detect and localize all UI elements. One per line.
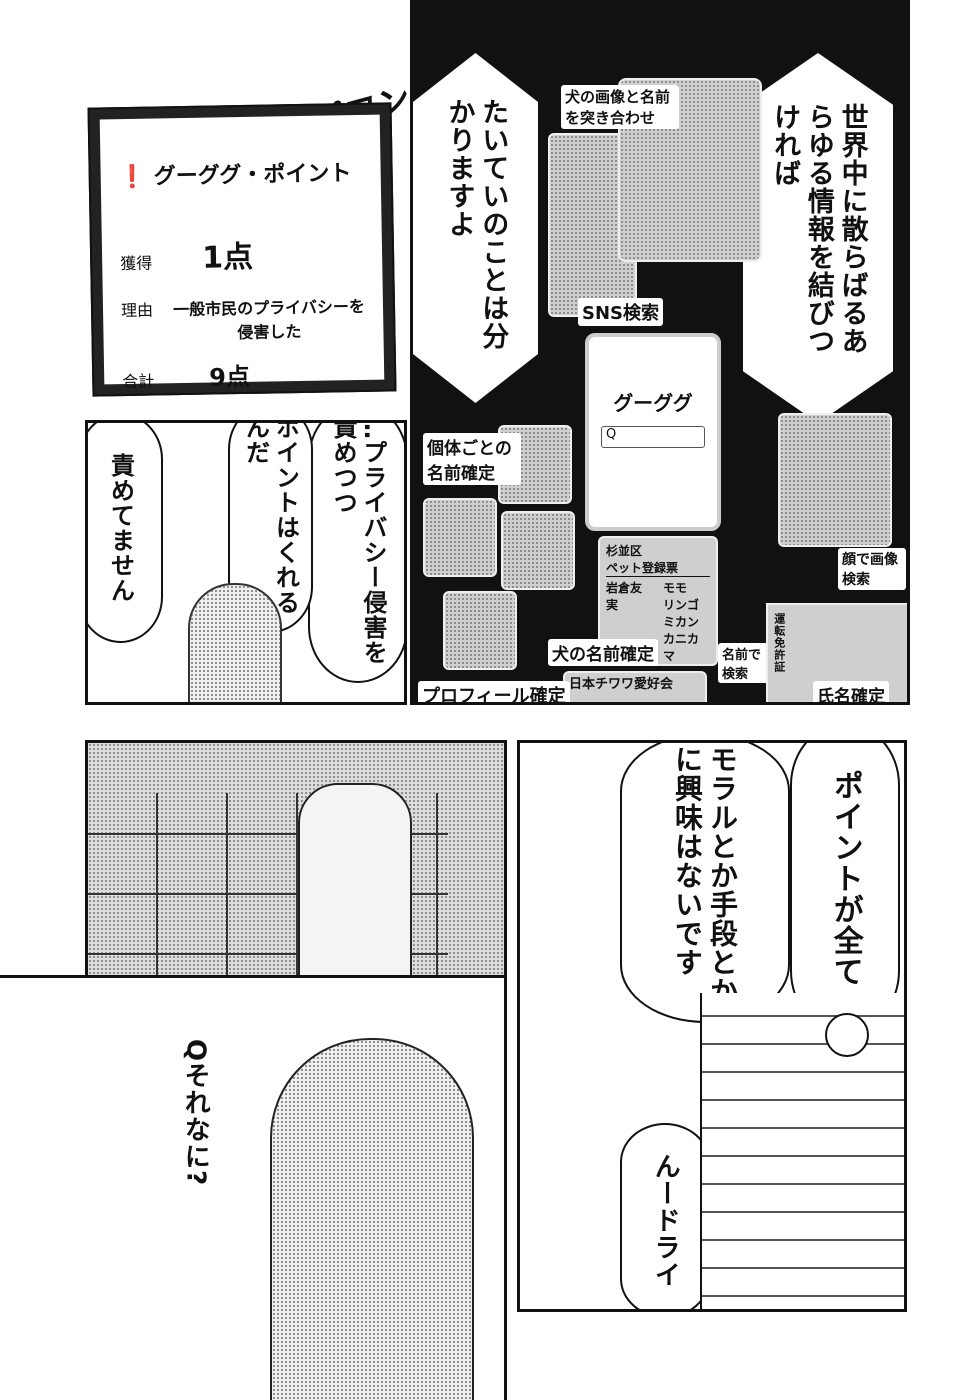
dog-image-4 (443, 591, 517, 670)
boy-character (188, 583, 282, 702)
speech-bubble-moral: モラルとか手段とかに興味はないです (620, 743, 790, 1023)
label-profile: プロフィール確定 (418, 681, 570, 702)
card-title: ❗ グーググ・ポイント (118, 161, 352, 191)
person-cap-image (778, 413, 892, 547)
label-full-name: 氏名確定 (813, 681, 889, 702)
label-face-search: 顔で画像検索 (838, 548, 906, 590)
label-sns-search: SNS検索 (578, 298, 663, 326)
speech-bubble-1: …プライバシー侵害を責めつつ (308, 423, 404, 683)
speech-bubble-3: 責めてません (88, 423, 163, 643)
speech-bubble-question: Qそれなに? (120, 1008, 270, 1218)
search-icon: Q (606, 427, 617, 442)
label-individual-name: 個体ごとの名前確定 (423, 433, 521, 485)
alert-icon: ❗ (118, 164, 147, 191)
label-name-search: 名前で検索 (718, 643, 770, 683)
dog-image-3 (501, 511, 575, 590)
speech-bubble-right: 世界中に散らばるあらゆる情報を結びつければ (743, 53, 893, 423)
sns-post-photo (618, 78, 762, 262)
panel-boy-profile: …プライバシー侵害を責めつつ ポイントはくれるんだ 責めてません (85, 420, 407, 705)
phone: グーググ Q (585, 333, 721, 531)
label-dog-name: 犬の名前確定 (548, 639, 658, 666)
panel-school-building: ポイントが全て モラルとか手段とかに興味はないです んードライ (517, 740, 907, 1312)
phone-app-name: グーググ (613, 391, 693, 415)
row-reason: 理由一般市民のプライバシーを侵害した (120, 296, 366, 343)
boy-character-front (270, 1038, 474, 1400)
phone-search-field[interactable]: Q (601, 426, 705, 448)
label-match: 犬の画像と名前を突き合わせ (561, 85, 679, 129)
panel-boy-question: Qそれなに? (0, 975, 507, 1400)
school-building (700, 993, 904, 1309)
speech-bubble-left: たいていのことは分かりますよ (413, 53, 538, 403)
speech-bubble-points-all: ポイントが全て (790, 743, 900, 1033)
panel-info-diagram: たいていのことは分かりますよ 世界中に散らばるあらゆる情報を結びつければ 犬の画… (410, 0, 910, 705)
speech-bubble-dry: んードライ (620, 1123, 710, 1309)
boy-at-locker (298, 783, 412, 987)
school-clock (825, 1013, 869, 1057)
panel-shoe-lockers (85, 740, 507, 1010)
dog-image-2 (423, 498, 497, 577)
club-card: 日本チワワ愛好会 (563, 671, 707, 702)
